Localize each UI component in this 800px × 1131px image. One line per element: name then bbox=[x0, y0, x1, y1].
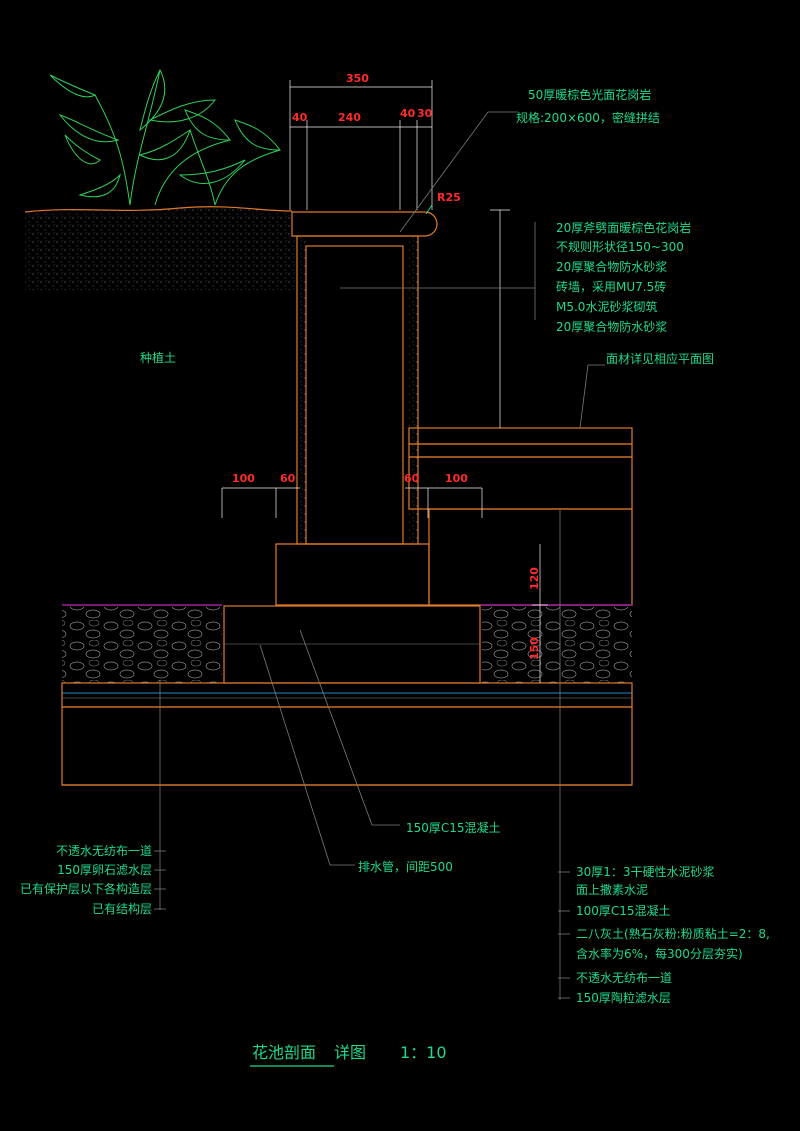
dim-100-right: 100 bbox=[445, 472, 468, 485]
title-scale: 1：10 bbox=[400, 1043, 447, 1062]
label-left-3: 已有保护层以下各构造层 bbox=[20, 881, 152, 896]
wall-footing bbox=[275, 543, 430, 606]
label-drain: 排水管，间距500 bbox=[358, 859, 453, 874]
dim-350: 350 bbox=[346, 72, 369, 85]
existing-protective-layers bbox=[61, 682, 633, 708]
title-suffix: 详图 bbox=[334, 1043, 366, 1062]
label-concrete: 150厚C15混凝土 bbox=[406, 820, 501, 835]
dim-r25: R25 bbox=[437, 191, 461, 204]
wall-facing-left bbox=[297, 236, 306, 544]
dim-240: 240 bbox=[338, 111, 361, 124]
leaders bbox=[159, 111, 605, 1000]
top-dimensions: 350 40 240 40 30 R25 bbox=[289, 72, 461, 215]
title-main: 花池剖面 bbox=[252, 1043, 316, 1062]
label-right-4: 二八灰土(熟石灰粉:粉质粘土=2：8, bbox=[576, 926, 770, 941]
mortar-bed bbox=[408, 443, 633, 458]
label-wall-5: M5.0水泥砂浆砌筑 bbox=[556, 299, 657, 314]
dim-120: 120 bbox=[528, 567, 541, 590]
dim-60-right: 60 bbox=[404, 472, 420, 485]
right-callout: 30厚1：3干硬性水泥砂浆 面上撒素水泥 100厚C15混凝土 二八灰土(熟石灰… bbox=[558, 864, 770, 1005]
concrete-100 bbox=[408, 456, 633, 510]
dim-100-left: 100 bbox=[232, 472, 255, 485]
label-coping-1: 50厚暖棕色光面花岗岩 bbox=[528, 87, 651, 102]
left-callout: 不透水无纺布一道 150厚卵石滤水层 已有保护层以下各构造层 已有结构层 bbox=[20, 844, 166, 916]
dim-40-right: 40 bbox=[400, 107, 416, 120]
planting-soil-fill bbox=[25, 206, 300, 290]
existing-structure-layer bbox=[61, 706, 633, 786]
label-coping-2: 规格:200×600，密缝拼结 bbox=[516, 110, 660, 125]
side-dimensions: 100 60 60 100 120 150 bbox=[221, 472, 548, 683]
label-right-5: 含水率为6%，每300分层夯实) bbox=[576, 946, 743, 961]
dim-40-left: 40 bbox=[292, 111, 308, 124]
label-right-1: 30厚1：3干硬性水泥砂浆 bbox=[576, 864, 715, 879]
label-left-4: 已有结构层 bbox=[92, 901, 152, 916]
label-wall-4: 砖墙，采用MU7.5砖 bbox=[556, 279, 666, 294]
c15-concrete-base bbox=[223, 605, 481, 684]
dim-60-left: 60 bbox=[280, 472, 296, 485]
label-wall-2: 不规则形状径150~300 bbox=[556, 239, 684, 254]
label-planting-soil: 种植土 bbox=[140, 350, 176, 365]
label-right-3: 100厚C15混凝土 bbox=[576, 903, 671, 918]
label-wall-1: 20厚斧劈面暖棕色花岗岩 bbox=[556, 220, 691, 235]
label-wall-6: 20厚聚合物防水砂浆 bbox=[556, 319, 667, 334]
paving-stone bbox=[408, 427, 633, 445]
drawing-title: 花池剖面 详图 1：10 bbox=[250, 1043, 447, 1067]
label-surface-note: 面材详见相应平面图 bbox=[606, 351, 714, 366]
wall-outline bbox=[296, 235, 419, 545]
label-right-6: 不透水无纺布一道 bbox=[576, 971, 672, 985]
label-wall-3: 20厚聚合物防水砂浆 bbox=[556, 259, 667, 274]
label-left-1: 不透水无纺布一道 bbox=[56, 844, 152, 858]
brick-wall bbox=[305, 245, 404, 545]
label-right-2: 面上撒素水泥 bbox=[576, 882, 648, 897]
label-right-7: 150厚陶粒滤水层 bbox=[576, 990, 671, 1005]
ceramsite-layer-right bbox=[482, 607, 632, 683]
pebble-layer-left bbox=[62, 607, 222, 683]
wall-facing-right bbox=[409, 236, 418, 544]
label-left-2: 150厚卵石滤水层 bbox=[57, 863, 152, 877]
dim-30: 30 bbox=[417, 107, 433, 120]
plant-illustration bbox=[49, 68, 282, 206]
dim-150: 150 bbox=[528, 637, 541, 660]
soil-surface-line bbox=[24, 206, 293, 213]
coping-stone bbox=[291, 211, 438, 237]
